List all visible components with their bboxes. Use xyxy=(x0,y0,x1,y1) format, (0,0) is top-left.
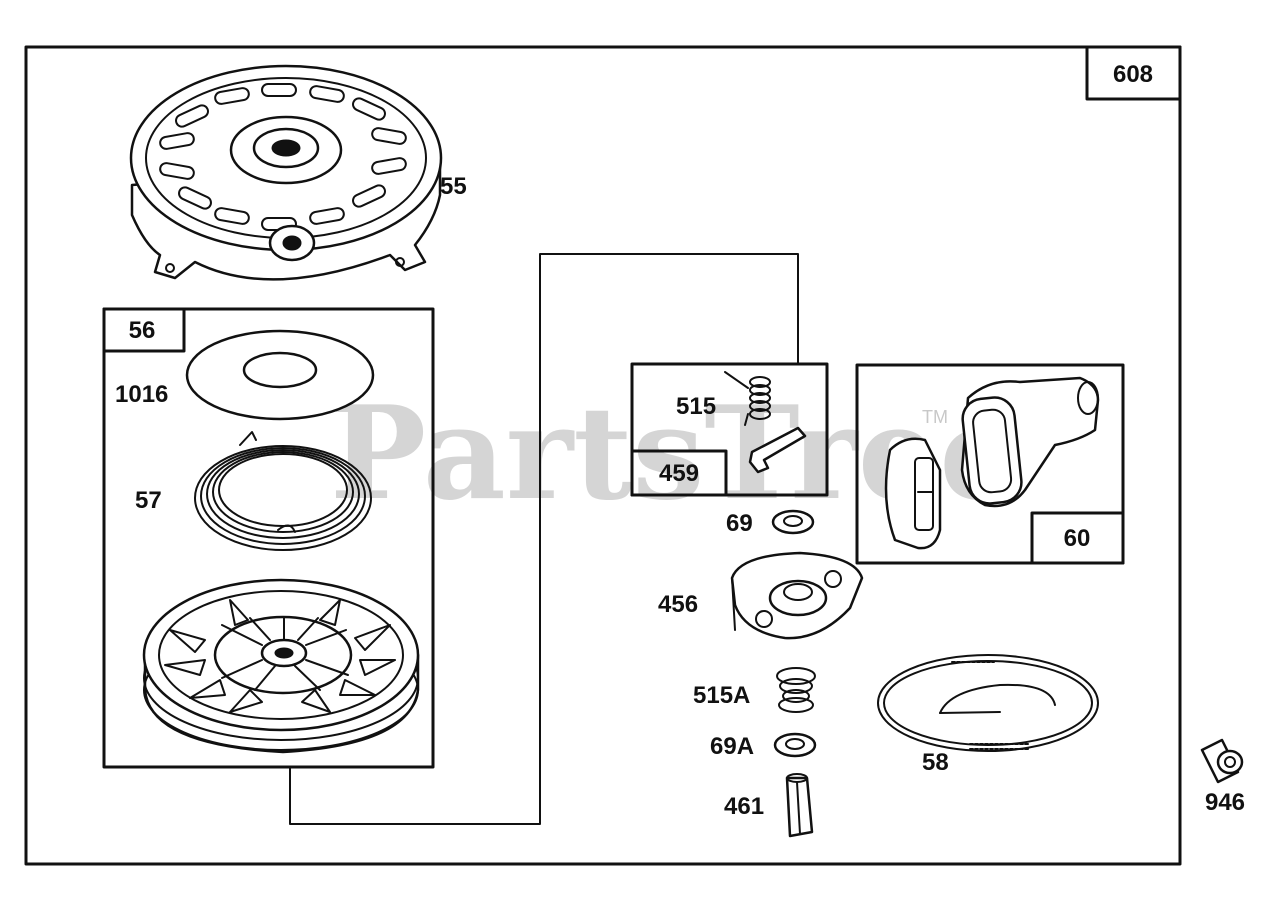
assembly-label-box: 608 xyxy=(1085,45,1182,101)
pawl-drawing xyxy=(748,426,807,474)
pawl-kit-label-box: 459 xyxy=(630,449,728,497)
rewind-spring-drawing xyxy=(194,431,372,551)
pawl-spring-drawing xyxy=(724,371,771,426)
pulley-drawing xyxy=(142,578,420,754)
trademark-mark: TM xyxy=(922,407,948,427)
starter-handle-label-box: 60 xyxy=(1030,511,1125,565)
pulley-kit-label-box: 56 xyxy=(102,307,186,353)
part-label-56: 56 xyxy=(129,317,156,344)
retainer-drawing xyxy=(730,551,864,640)
part-label-55: 55 xyxy=(440,173,467,200)
starter-rope-drawing xyxy=(877,654,1099,752)
washer-69-drawing xyxy=(771,509,815,535)
part-label-57: 57 xyxy=(135,487,162,514)
bushing-drawing xyxy=(1200,738,1244,784)
part-label-515: 515 xyxy=(676,393,716,420)
assembly-label: 608 xyxy=(1113,61,1153,88)
spring-cover-drawing xyxy=(185,329,375,421)
part-label-946: 946 xyxy=(1205,789,1245,816)
part-label-69A: 69A xyxy=(710,733,754,760)
pulley-kit-box xyxy=(102,307,435,769)
part-label-58: 58 xyxy=(922,749,949,776)
part-label-459: 459 xyxy=(659,460,699,487)
starter-handle-box xyxy=(855,363,1125,565)
handle-insert-drawing xyxy=(884,437,942,550)
washer-69A-drawing xyxy=(773,732,817,758)
retainer-spring-drawing xyxy=(776,667,816,713)
part-label-515A: 515A xyxy=(693,682,750,709)
part-label-461: 461 xyxy=(724,793,764,820)
part-label-1016: 1016 xyxy=(115,381,168,408)
pawl-kit-box xyxy=(630,362,829,497)
part-label-69: 69 xyxy=(726,510,753,537)
part-label-60: 60 xyxy=(1064,525,1091,552)
connector-line xyxy=(289,253,799,825)
retainer-pin-drawing xyxy=(785,773,814,838)
handle-drawing xyxy=(960,376,1100,508)
outer-frame xyxy=(24,45,1182,866)
part-label-456: 456 xyxy=(658,591,698,618)
blower-housing-drawing xyxy=(129,64,443,281)
